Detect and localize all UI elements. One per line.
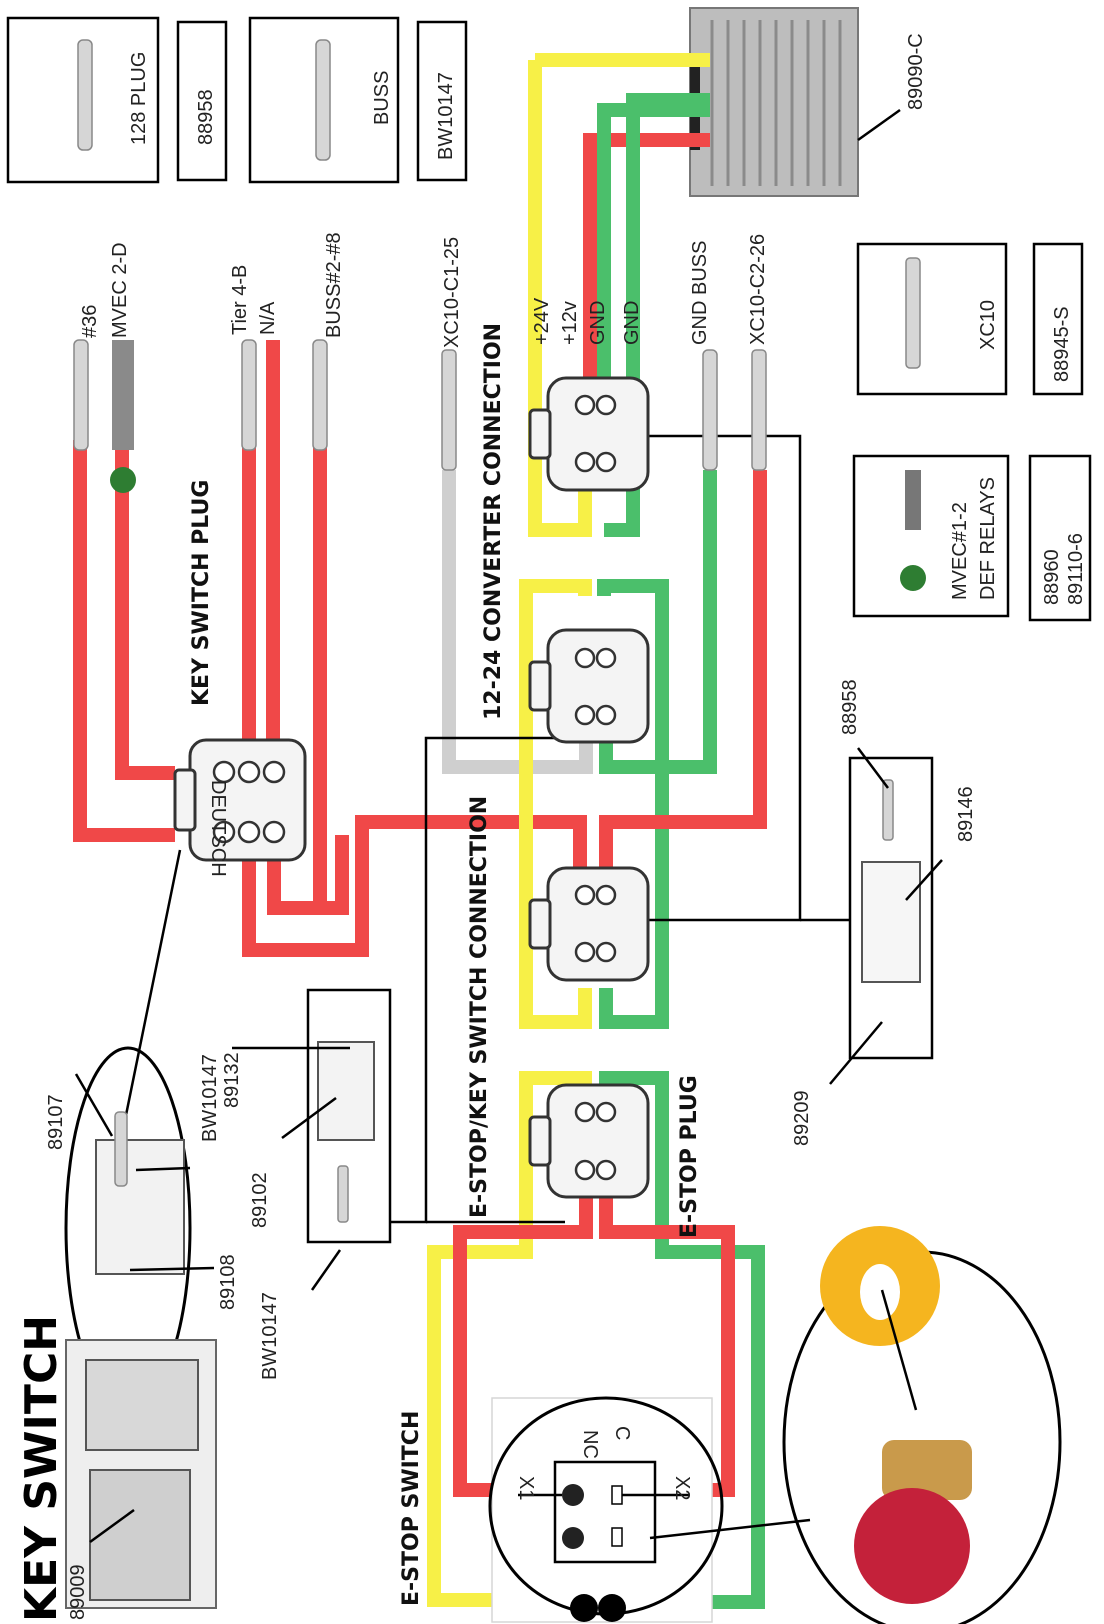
- legend-88958-label: 88958: [195, 89, 217, 145]
- legend-88945s-label: 88945-S: [1051, 306, 1073, 382]
- legend-89110-6-label: 89110-6: [1065, 533, 1087, 605]
- section-estop-switch: E-STOP SWITCH: [399, 1411, 424, 1606]
- wire-label-gnd-buss: GND BUSS: [689, 241, 711, 345]
- part-label-89107: 89107: [45, 1094, 67, 1150]
- legend-xc10: XC10: [856, 242, 1008, 396]
- part-label-89108: 89108: [217, 1254, 239, 1310]
- legend-mvec-relays-line2: DEF RELAYS: [977, 477, 999, 600]
- section-key-switch-plug: KEY SWITCH PLUG: [189, 480, 214, 706]
- legend-bw10147-label: BW10147: [435, 72, 457, 160]
- part-label-89009: 89009: [67, 1564, 89, 1620]
- legend-buss: BUSS: [248, 16, 400, 184]
- wire-label-gnd-2: GND: [621, 301, 643, 345]
- part-label-bw10147-top: BW10147: [199, 1054, 221, 1142]
- legend-bw10147: BW10147: [416, 20, 468, 182]
- wire-label-tier4b: Tier 4-B: [229, 265, 251, 335]
- wire-label-gnd-1: GND: [587, 301, 609, 345]
- part-label-89102: 89102: [249, 1172, 271, 1228]
- converter-4pin-mid: [528, 628, 650, 744]
- terminals-top: [73, 339, 767, 493]
- part-label-89146: 89146: [955, 786, 977, 842]
- part-89146-box: [829, 747, 943, 1085]
- part-label-88958: 88958: [839, 679, 861, 735]
- wire-label-12v: +12v: [559, 301, 581, 345]
- wire-label-buss28: BUSS#2-#8: [323, 232, 345, 338]
- key-switch-hardware: [64, 1046, 217, 1609]
- leader-lines: [123, 434, 850, 1224]
- part-label-89209: 89209: [791, 1090, 813, 1146]
- estop-switch: [488, 1396, 811, 1623]
- section-converter-connection: 12-24 CONVERTER CONNECTION: [481, 323, 506, 720]
- estop-plug-4pin: [528, 1083, 650, 1199]
- wire-label-na: N/A: [257, 301, 279, 335]
- legend-88945s: 88945-S: [1032, 242, 1084, 396]
- switch-term-x1: X1: [515, 1476, 537, 1500]
- section-estop-plug: E-STOP PLUG: [677, 1075, 702, 1238]
- part-89102-box: [232, 988, 392, 1291]
- estop-button-image: [782, 1226, 1062, 1624]
- switch-term-x2: X2: [671, 1476, 693, 1500]
- part-label-bw10147-bottom: BW10147: [259, 1292, 281, 1380]
- wire-label-36: #36: [79, 305, 101, 338]
- dc-converter: 89090-C: [689, 7, 927, 197]
- legend-buss-label: BUSS: [371, 71, 393, 125]
- estop-keyswitch-4pin: [528, 866, 650, 982]
- legend-mvec-relays-line1: MVEC#1-2: [949, 502, 971, 600]
- legend-128-plug: 128 PLUG: [6, 16, 160, 184]
- wire-label-mvec2d: MVEC 2-D: [109, 242, 131, 338]
- wire-label-xc10c226: XC10-C2-26: [747, 234, 769, 345]
- page-title: KEY SWITCH: [16, 1315, 67, 1622]
- converter-4pin-top: [528, 376, 650, 492]
- switch-term-nc: NC: [579, 1430, 601, 1459]
- legend-88958: 88958: [176, 20, 228, 182]
- part-label-89132: 89132: [221, 1052, 243, 1108]
- key-switch-plug-connector: DEUTSCH: [173, 738, 307, 877]
- legend-128-plug-label: 128 PLUG: [128, 52, 150, 145]
- key-plug-brand: DEUTSCH: [207, 780, 229, 877]
- wire-label-24v: +24V: [531, 297, 553, 345]
- legend-mvec-relays: MVEC#1-2 DEF RELAYS: [852, 454, 1010, 618]
- wires: [73, 53, 767, 1609]
- legend-88960: 88960 89110-6: [1028, 454, 1092, 622]
- section-estop-keyswitch: E-STOP/KEY SWITCH CONNECTION: [467, 796, 492, 1218]
- wire-label-xc10c125: XC10-C1-25: [441, 237, 463, 348]
- legend-xc10-label: XC10: [977, 300, 999, 350]
- switch-term-c: C: [611, 1426, 633, 1440]
- legend-88960-label: 88960: [1041, 549, 1063, 605]
- converter-part-label: 89090-C: [905, 33, 927, 110]
